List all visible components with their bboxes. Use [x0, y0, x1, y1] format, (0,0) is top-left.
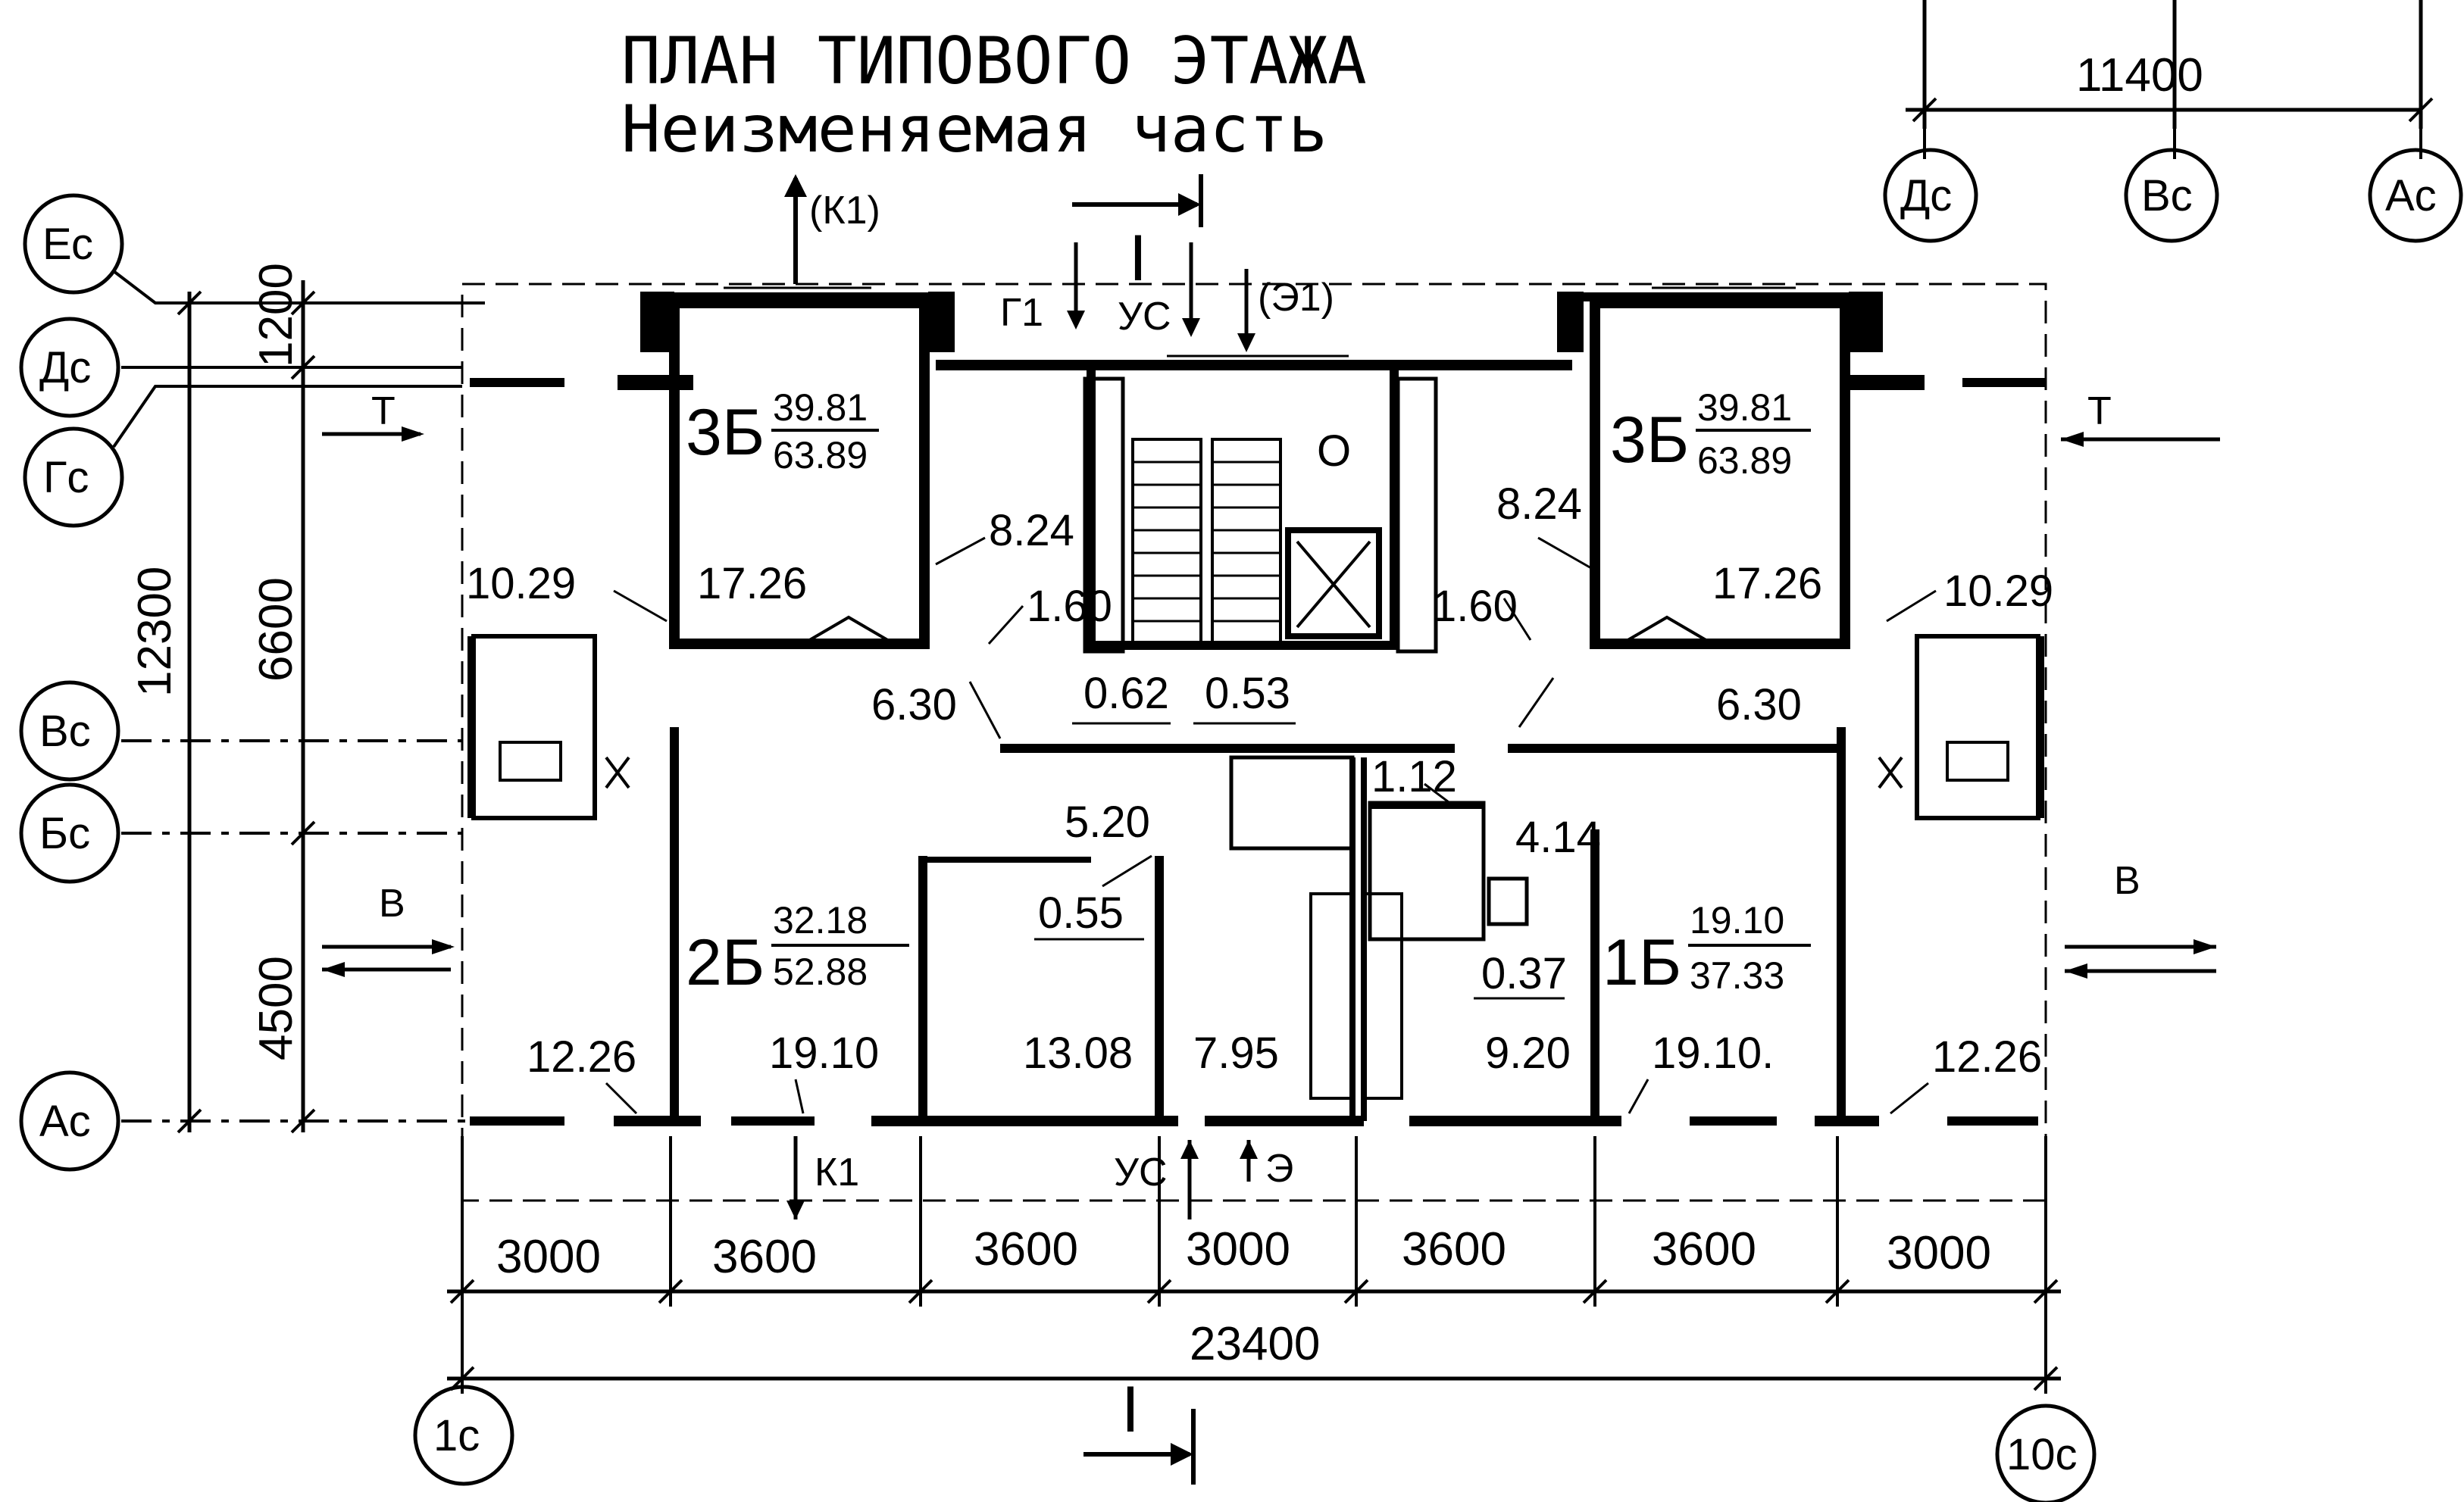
apartment-total-area: 52.88 — [773, 951, 868, 993]
dim-span: 3000 — [496, 1231, 601, 1283]
apartment-living-area: 32.18 — [773, 899, 868, 941]
room-area: 0.37 — [1481, 949, 1567, 998]
dim-vertical-6600: 6600 — [250, 577, 302, 682]
bottom-dimensions: 3000 3600 3600 3000 3600 3600 3000 23400… — [413, 1136, 2097, 1502]
dim-span: 3000 — [1887, 1227, 1991, 1279]
room-area: 0.53 — [1205, 669, 1290, 718]
axis-top-as: Ас — [2385, 171, 2437, 220]
apartment-labels: 3Б 39.81 63.89 3Б 39.81 63.89 2Б 32.18 5… — [686, 386, 1811, 999]
dim-span: 3600 — [712, 1231, 817, 1283]
axis-ds: Дс — [39, 343, 91, 392]
room-area: 6.30 — [871, 680, 957, 729]
axis-1s: 1с — [433, 1411, 480, 1460]
room-area: 1.60 — [1432, 582, 1518, 631]
room-area: 12.26 — [527, 1032, 636, 1082]
room-area: 17.26 — [697, 559, 807, 608]
room-area: 19.10. — [1652, 1029, 1774, 1078]
dim-bottom-total: 23400 — [1190, 1318, 1320, 1370]
axis-gs: Гс — [43, 453, 89, 502]
apartment-living-area: 39.81 — [773, 386, 868, 429]
apartment-total-area: 37.33 — [1690, 954, 1784, 997]
marker-k1-bottom: К1 — [815, 1151, 859, 1194]
dim-vertical-4500: 4500 — [250, 956, 302, 1060]
section-mark-top: I — [1129, 222, 1147, 295]
room-area: 8.24 — [989, 506, 1074, 555]
room-area: 13.08 — [1023, 1029, 1133, 1078]
lift-mark: О — [1317, 426, 1351, 476]
marker-e1-top: (Э1) — [1258, 276, 1334, 320]
room-area: 17.26 — [1712, 559, 1822, 608]
room-area: 9.20 — [1485, 1029, 1571, 1078]
room-area: 10.29 — [1943, 567, 2053, 616]
marker-v-right: В — [2114, 859, 2140, 903]
marker-t-right: Т — [2087, 389, 2112, 433]
room-area-labels: 10.29 17.26 8.24 1.60 8.24 1.60 17.26 10… — [466, 426, 2053, 1115]
plan-title: ПЛАН ТИПОВОГО ЭТАЖА — [621, 23, 1367, 99]
top-right-dimension: 11400 Дс Вс Ас — [1883, 0, 2463, 243]
room-area: 0.62 — [1083, 669, 1169, 718]
marker-t-left: Т — [371, 389, 396, 433]
axis-top-ds: Дс — [1900, 171, 1952, 220]
apartment-type: 1Б — [1603, 926, 1681, 999]
apartment-type: 3Б — [686, 396, 765, 469]
marker-e-bottom: Э — [1265, 1147, 1293, 1191]
dim-vertical-1200: 1200 — [250, 263, 302, 367]
axis-es: Ес — [42, 220, 93, 269]
left-axes: Ес Дс Гс Вс Бс Ас — [19, 193, 485, 1172]
room-area: 5.20 — [1065, 798, 1150, 847]
room-area: 6.30 — [1716, 680, 1802, 729]
dim-top-right-total: 11400 — [2076, 49, 2203, 101]
room-area: 12.26 — [1932, 1032, 2042, 1082]
room-area: 10.29 — [466, 559, 576, 608]
axis-vs: Вс — [39, 707, 91, 756]
room-area: 8.24 — [1496, 479, 1582, 529]
marker-k1-top: (К1) — [809, 189, 880, 233]
axis-bs: Бс — [39, 809, 90, 858]
vertical-dimensions: 12300 1200 6600 4500 — [129, 263, 316, 1134]
building-walls — [461, 283, 2047, 1202]
room-area: 0.55 — [1038, 888, 1124, 938]
apartment-living-area: 19.10 — [1690, 899, 1784, 941]
section-mark-bottom: I — [1121, 1373, 1140, 1446]
axis-top-vs: Вс — [2141, 171, 2193, 220]
dim-span: 3600 — [1402, 1223, 1506, 1276]
room-area: 1.60 — [1027, 582, 1112, 631]
marker-v-left: В — [379, 882, 405, 926]
room-area: 19.10 — [769, 1029, 879, 1078]
axis-as: Ас — [39, 1097, 91, 1146]
marker-g1: Г1 — [1000, 291, 1043, 335]
apartment-type: 2Б — [686, 926, 765, 999]
dim-span: 3600 — [974, 1223, 1078, 1276]
plan-subtitle: Неизменяемая часть — [621, 92, 1327, 167]
markers: (К1) I Г1 УС (Э1) Т В Т В К1 — [322, 174, 2220, 1485]
apartment-total-area: 63.89 — [773, 434, 868, 476]
room-area: 1.12 — [1371, 752, 1457, 801]
room-area: 4.14 — [1515, 813, 1601, 862]
dim-span: 3600 — [1652, 1223, 1756, 1276]
apartment-living-area: 39.81 — [1697, 386, 1792, 429]
marker-us-top: УС — [1118, 295, 1171, 339]
room-area: 7.95 — [1193, 1029, 1279, 1078]
apartment-type: 3Б — [1610, 404, 1689, 476]
dim-vertical-total: 12300 — [129, 567, 181, 697]
dim-span: 3000 — [1186, 1223, 1290, 1276]
apartment-total-area: 63.89 — [1697, 439, 1792, 482]
axis-10s: 10с — [2006, 1430, 2078, 1479]
